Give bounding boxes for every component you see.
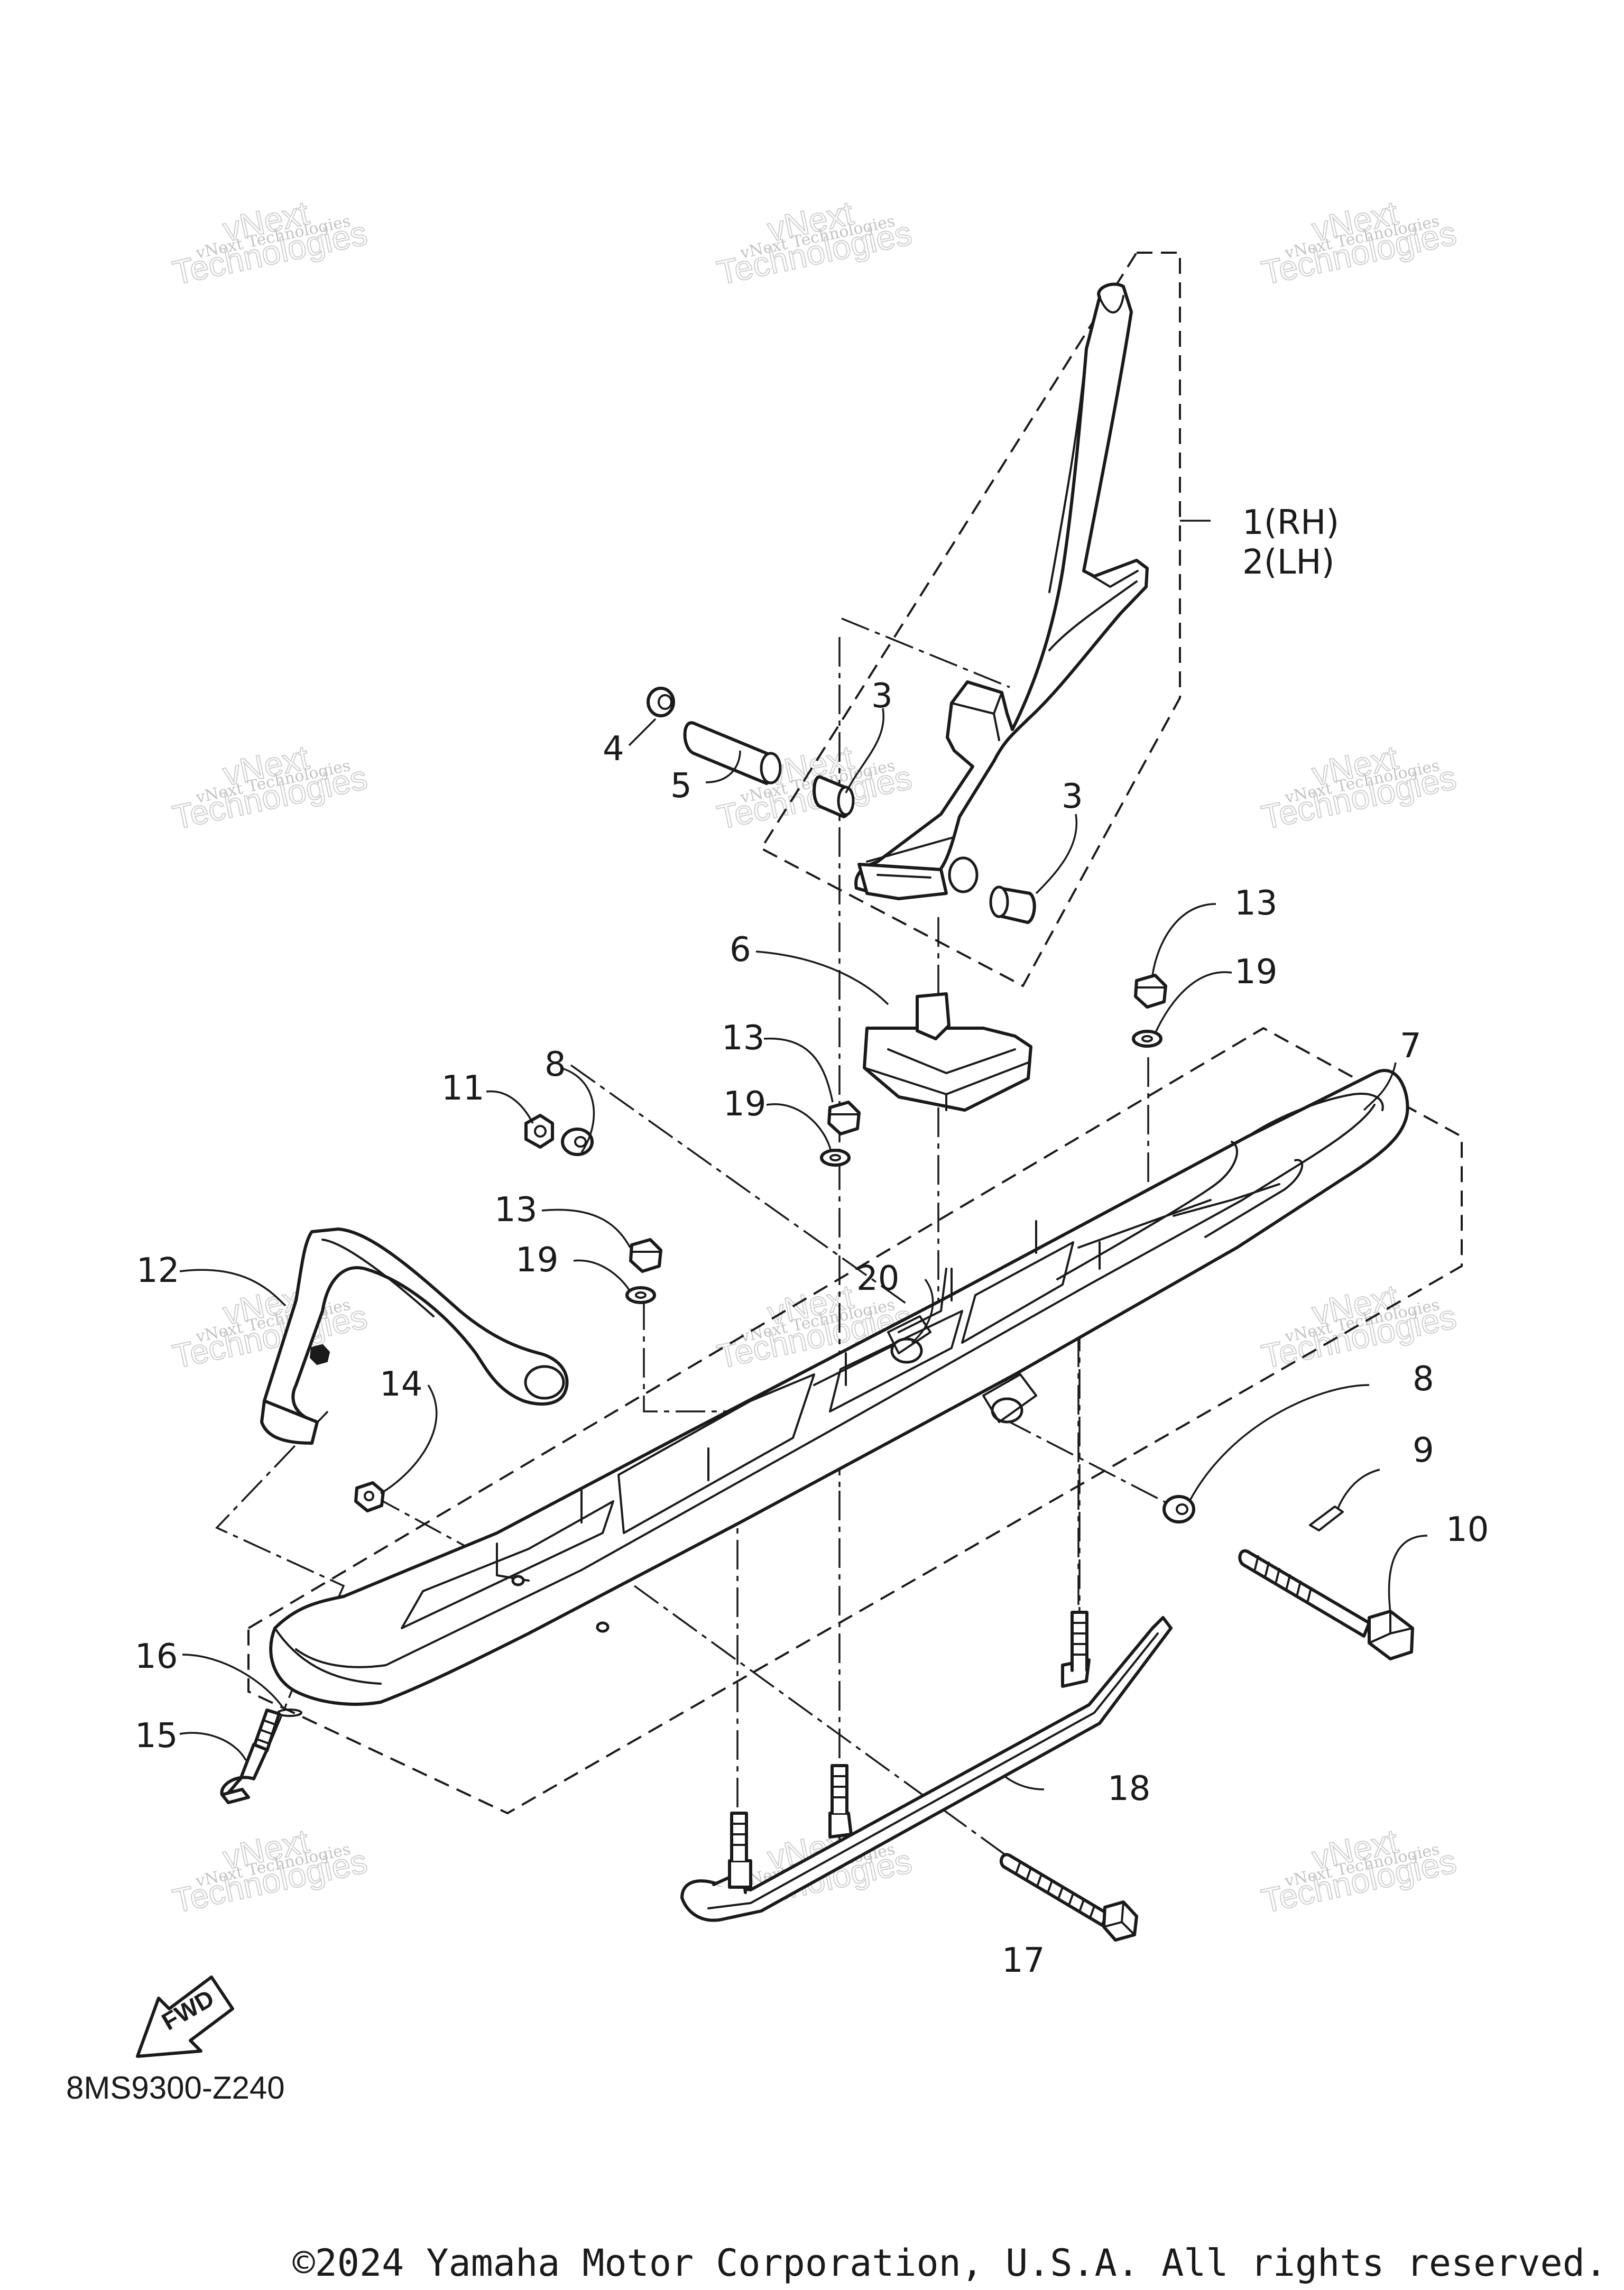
watermark: Technologies vNext vNext Technologies <box>1258 737 1460 837</box>
spindle-group-outline <box>760 252 1181 987</box>
stopper-6 <box>863 992 1032 1112</box>
washer-19c <box>625 1286 656 1304</box>
watermark: Technologies vNext vNext Technologies <box>713 193 915 292</box>
watermark: Technologies vNext vNext Technologies <box>169 737 371 837</box>
cotter-pin-9 <box>1309 1506 1344 1531</box>
watermark: Technologies vNext vNext Technologies <box>1258 1821 1460 1920</box>
watermark: Technologies vNext vNext Technologies <box>169 1821 371 1920</box>
washer-16 <box>277 1709 302 1717</box>
ski-7 <box>269 1069 1409 1706</box>
bushing-3a <box>813 775 855 818</box>
watermark: Technologies vNext vNext Technologies <box>169 1277 371 1376</box>
washer-19b <box>1132 1030 1162 1048</box>
callout-6: 6 <box>730 930 751 969</box>
ski-spindle <box>854 282 1149 900</box>
fwd-arrow: FWD <box>136 1975 234 2058</box>
callout-3-upper: 3 <box>871 677 893 716</box>
washer-8b <box>1162 1495 1195 1523</box>
callout-20: 20 <box>856 1259 899 1298</box>
callout-7: 7 <box>1400 1027 1422 1066</box>
ski-group-outline <box>247 1027 1463 1815</box>
callout-1: 1(RH) <box>1242 503 1339 542</box>
diagram-code: 8MS9300-Z240 <box>66 2070 285 2106</box>
callout-13-left: 13 <box>494 1190 537 1230</box>
callout-11: 11 <box>441 1069 484 1108</box>
nut-13c <box>629 1238 662 1273</box>
callout-13-middle: 13 <box>722 1019 764 1058</box>
nut-13b <box>1134 974 1167 1009</box>
runner-18 <box>680 1611 1173 1922</box>
callout-13-right: 13 <box>1234 884 1277 923</box>
callout-10: 10 <box>1446 1510 1489 1549</box>
callout-16: 16 <box>135 1637 178 1676</box>
bolt-17 <box>999 1853 1138 1942</box>
collar-4 <box>647 687 675 717</box>
callout-2: 2(LH) <box>1242 543 1334 582</box>
callout-19-right: 19 <box>1234 953 1277 992</box>
copyright-notice: ©2024 Yamaha Motor Corporation, U.S.A. A… <box>293 2241 1607 2285</box>
ski-handle-12 <box>260 1227 569 1445</box>
callout-14: 14 <box>380 1365 422 1404</box>
callout-18: 18 <box>1108 1769 1150 1808</box>
nut-14 <box>354 1481 385 1512</box>
callout-19-middle: 19 <box>723 1085 766 1124</box>
callout-19-left: 19 <box>515 1241 558 1280</box>
callout-leaders <box>179 520 1428 1790</box>
callout-4: 4 <box>603 730 624 769</box>
washer-19a <box>820 1149 851 1167</box>
bushing-3b <box>989 885 1036 924</box>
callout-9: 9 <box>1413 1431 1434 1470</box>
watermark: Technologies vNext vNext Technologies <box>1258 193 1460 292</box>
watermark: Technologies vNext vNext Technologies <box>169 193 371 292</box>
nut-14-upper <box>309 1344 330 1365</box>
callout-12: 12 <box>136 1251 179 1290</box>
nut-13a <box>827 1101 861 1135</box>
callout-15: 15 <box>135 1716 178 1756</box>
bolt-10 <box>1238 1549 1414 1660</box>
callout-5: 5 <box>670 767 692 806</box>
nut-11 <box>524 1114 554 1149</box>
callout-8-left: 8 <box>545 1045 566 1084</box>
callout-8-right: 8 <box>1413 1360 1434 1399</box>
callout-labels: 1(RH) 2(LH) 3 3 4 5 6 7 8 8 9 10 11 12 1… <box>135 503 1489 1980</box>
bolt-15 <box>220 1709 281 1804</box>
callout-3-lower: 3 <box>1062 777 1083 816</box>
callout-17: 17 <box>1002 1941 1045 1980</box>
pivot-shaft <box>683 721 782 785</box>
